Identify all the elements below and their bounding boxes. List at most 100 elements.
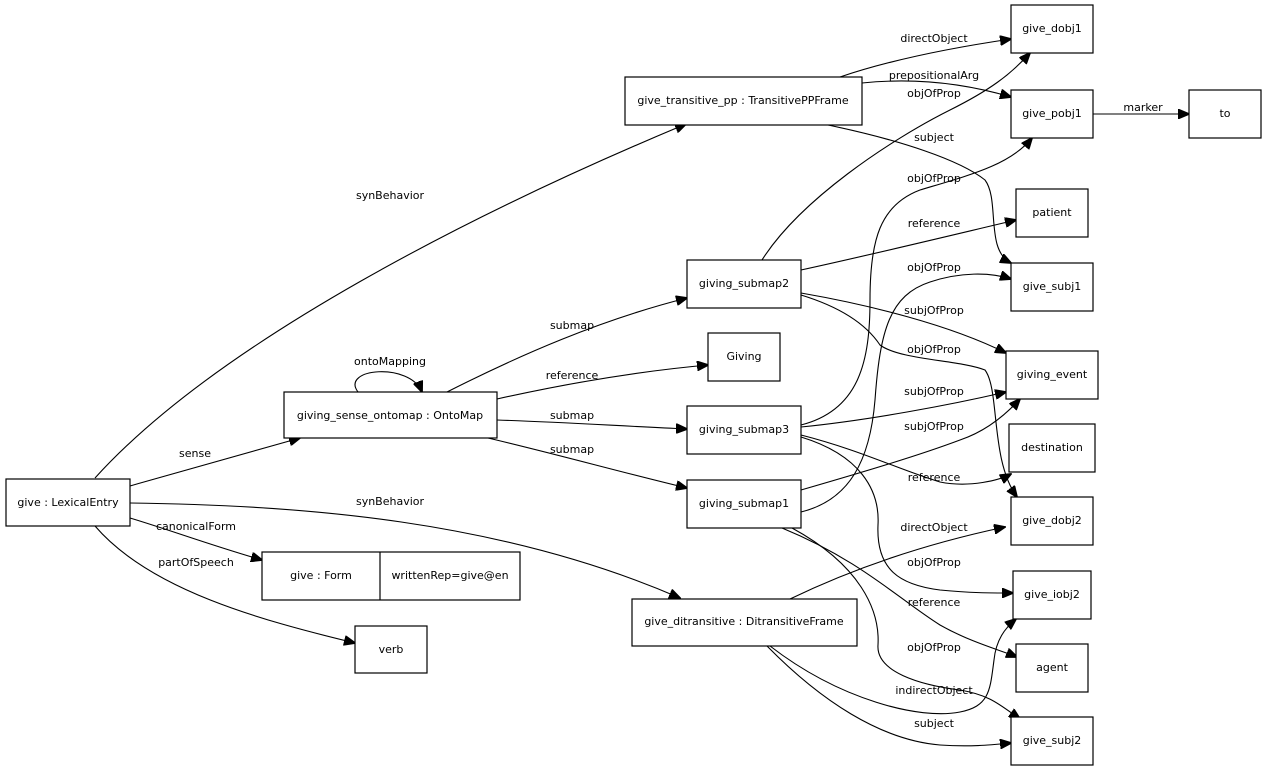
node-give-pobj1[interactable]: give_pobj1 <box>1010 89 1094 139</box>
edge-labels: synBehavior sense synBehavior canonicalF… <box>156 32 1163 730</box>
edge-label-canonical-form: canonicalForm <box>156 520 236 533</box>
node-destination[interactable]: destination <box>1008 423 1096 473</box>
edge-obj-of-prop-s3-iobj2 <box>800 436 1013 593</box>
edge-label-reference-destination: reference <box>908 471 961 484</box>
edge-reference-agent <box>781 527 1017 657</box>
edge-obj-of-prop-s2-dobj1 <box>761 53 1030 261</box>
node-label: give_subj2 <box>1023 734 1082 747</box>
node-giving-submap1[interactable]: giving_submap1 <box>686 479 802 529</box>
edge-label-subj-of-prop-s2: subjOfProp <box>904 304 964 317</box>
node-field-written-rep: writtenRep=give@en <box>391 569 508 582</box>
edge-part-of-speech <box>94 525 355 643</box>
node-give-ditransitive[interactable]: give_ditransitive : DitransitiveFrame <box>631 598 858 647</box>
edge-obj-of-prop-s2-dobj2 <box>800 294 1017 497</box>
node-label: give_pobj1 <box>1022 107 1082 120</box>
edge-label-obj-of-prop-s3-iobj2: objOfProp <box>907 556 961 569</box>
edge-label-direct-object-1: directObject <box>900 32 968 45</box>
edge-sense <box>129 438 300 487</box>
edge-syn-behavior-ditransitive <box>129 502 680 598</box>
edge-label-reference-patient: reference <box>908 217 961 230</box>
node-giving-submap3[interactable]: giving_submap3 <box>686 405 802 455</box>
node-give-dobj2[interactable]: give_dobj2 <box>1010 496 1094 546</box>
edge-label-obj-of-prop-s2-dobj1: objOfProp <box>907 87 961 100</box>
node-giving[interactable]: Giving <box>707 332 781 382</box>
node-give-subj2[interactable]: give_subj2 <box>1010 716 1094 766</box>
edge-label-submap-3: submap <box>550 409 594 422</box>
edges <box>94 39 1189 746</box>
node-label: giving_submap3 <box>699 423 789 436</box>
node-label: destination <box>1021 441 1083 454</box>
node-giving-submap2[interactable]: giving_submap2 <box>686 259 802 309</box>
node-label: patient <box>1032 206 1072 219</box>
node-label: give_dobj2 <box>1022 514 1082 527</box>
node-give-form[interactable]: give : Form writtenRep=give@en <box>261 551 521 601</box>
node-agent[interactable]: agent <box>1015 643 1089 693</box>
edge-label-subj-of-prop-s3: subjOfProp <box>904 385 964 398</box>
node-label: give_iobj2 <box>1024 588 1080 601</box>
node-give-iobj2[interactable]: give_iobj2 <box>1012 570 1092 620</box>
edge-subj-of-prop-s1 <box>800 399 1020 491</box>
node-give-transitive-pp[interactable]: give_transitive_pp : TransitivePPFrame <box>624 76 863 126</box>
edge-label-obj-of-prop-s2-dobj2: objOfProp <box>907 343 961 356</box>
node-label: give : Form <box>290 569 352 582</box>
node-giving-sense-ontomap[interactable]: giving_sense_ontomap : OntoMap <box>283 391 498 439</box>
edge-subject-2 <box>766 645 1011 746</box>
edge-label-submap-2: submap <box>550 319 594 332</box>
node-label: agent <box>1036 661 1068 674</box>
node-label: Giving <box>726 350 761 363</box>
edge-reference-giving <box>496 365 708 400</box>
node-label: give : LexicalEntry <box>17 496 119 509</box>
edge-label-indirect-object: indirectObject <box>895 684 973 697</box>
edge-submap-2 <box>446 298 687 393</box>
node-give-dobj1[interactable]: give_dobj1 <box>1010 4 1094 54</box>
edge-submap-3 <box>496 419 687 429</box>
node-giving-event[interactable]: giving_event <box>1005 350 1099 400</box>
edge-label-subj-of-prop-s1: subjOfProp <box>904 420 964 433</box>
node-give-subj1[interactable]: give_subj1 <box>1010 262 1094 312</box>
edge-canonical-form <box>129 517 262 560</box>
edge-subject-1 <box>827 124 1011 263</box>
edge-label-sense: sense <box>179 447 211 460</box>
node-label: give_dobj1 <box>1022 22 1082 35</box>
node-patient[interactable]: patient <box>1015 188 1089 238</box>
node-to[interactable]: to <box>1188 89 1262 139</box>
edge-label-prepositional-arg: prepositionalArg <box>889 69 979 82</box>
edge-label-direct-object-2: directObject <box>900 521 968 534</box>
edge-onto-mapping <box>354 371 422 392</box>
edge-label-syn-behavior-ditransitive: synBehavior <box>356 495 425 508</box>
edge-prepositional-arg <box>861 80 1011 97</box>
node-label: giving_sense_ontomap : OntoMap <box>297 409 483 422</box>
edge-direct-object-2 <box>789 527 1005 600</box>
edge-label-obj-of-prop-s1-subj2: objOfProp <box>907 641 961 654</box>
edge-obj-of-prop-s1-subj1 <box>800 274 1011 513</box>
node-label: giving_submap2 <box>699 277 789 290</box>
edge-direct-object-1 <box>839 39 1011 78</box>
edge-label-syn-behavior-pp: synBehavior <box>356 189 425 202</box>
edge-subj-of-prop-s2 <box>800 292 1006 353</box>
node-label: give_transitive_pp : TransitivePPFrame <box>637 94 849 107</box>
node-label: verb <box>379 643 404 656</box>
edge-label-part-of-speech: partOfSpeech <box>158 556 234 569</box>
edge-label-reference-giving: reference <box>546 369 599 382</box>
edge-label-submap-1: submap <box>550 443 594 456</box>
edge-label-subject-2: subject <box>914 717 955 730</box>
node-verb[interactable]: verb <box>354 625 428 674</box>
node-give-lexical-entry[interactable]: give : LexicalEntry <box>5 478 131 527</box>
edge-label-subject-1: subject <box>914 131 955 144</box>
node-label: give_ditransitive : DitransitiveFrame <box>644 615 844 628</box>
node-label: giving_event <box>1017 368 1088 381</box>
edge-label-reference-agent: reference <box>908 596 961 609</box>
edge-submap-1 <box>487 437 687 488</box>
edge-obj-of-prop-s3-pobj1 <box>800 138 1032 426</box>
edge-label-obj-of-prop-s3-pobj1: objOfProp <box>907 172 961 185</box>
edge-label-obj-of-prop-s1-subj1: objOfProp <box>907 261 961 274</box>
edge-reference-destination <box>800 434 1011 485</box>
edge-obj-of-prop-s1-subj2 <box>791 527 1020 719</box>
edge-syn-behavior-pp <box>94 124 686 479</box>
node-label: giving_submap1 <box>699 497 789 510</box>
node-label: to <box>1219 107 1230 120</box>
edge-label-onto-mapping: ontoMapping <box>354 355 426 368</box>
node-label: give_subj1 <box>1023 280 1082 293</box>
nodes: give : LexicalEntry give : Form writtenR… <box>5 4 1262 766</box>
